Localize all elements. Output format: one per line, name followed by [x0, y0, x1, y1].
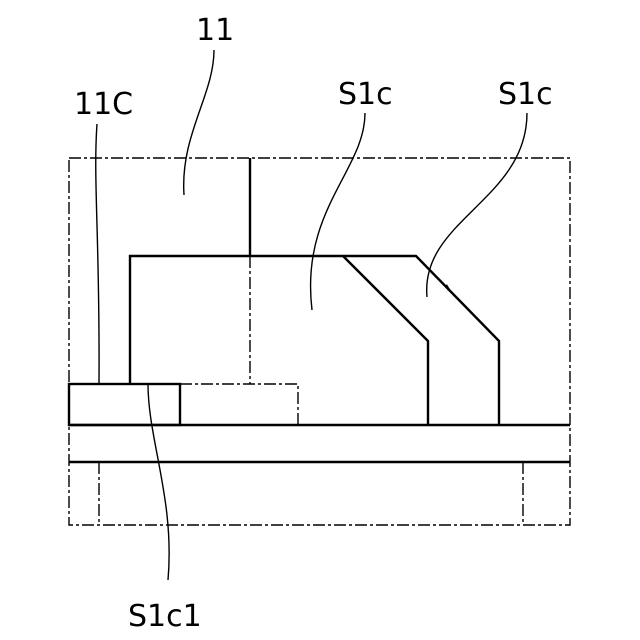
- outer-boundary-frame: [69, 158, 570, 525]
- leader-line-S1c-right: [427, 113, 527, 297]
- label-S1c-right: S1c: [498, 77, 553, 112]
- label-11C: 11C: [74, 87, 133, 122]
- block-11C: [69, 384, 180, 425]
- leader-line-11: [184, 50, 214, 195]
- tick-mark: [446, 285, 449, 290]
- label-S1c-center: S1c: [338, 77, 393, 112]
- label-S1c1: S1c1: [128, 599, 202, 634]
- inner-chamfer-line: [343, 256, 428, 425]
- leader-line-11C: [96, 124, 99, 384]
- main-body-outline: [130, 256, 499, 425]
- hidden-ledge-outline: [180, 384, 298, 425]
- leader-line-S1c1: [148, 384, 169, 580]
- label-11: 11: [196, 13, 234, 48]
- leader-line-S1c-center: [311, 113, 365, 310]
